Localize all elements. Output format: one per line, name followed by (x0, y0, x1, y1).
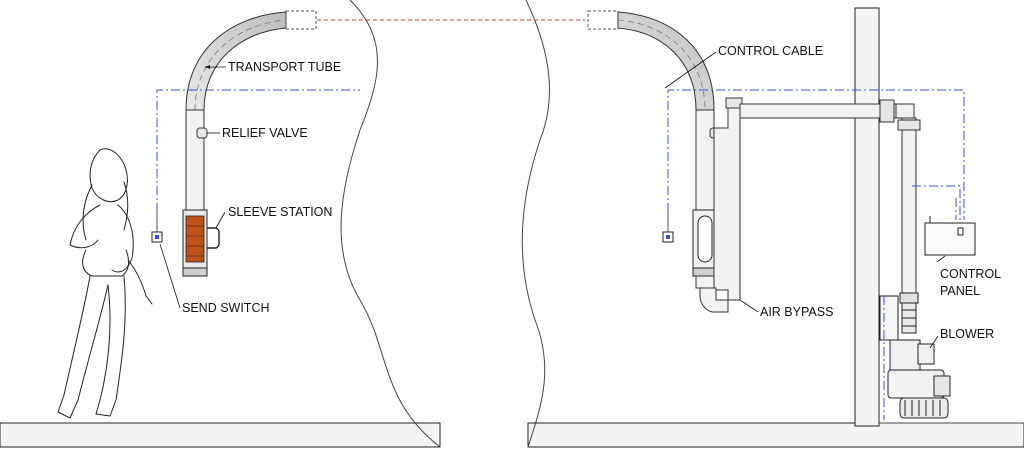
label-control-cable: CONTROL CABLE (718, 44, 823, 58)
air-bypass-elbow (699, 287, 729, 313)
transport-tube-right (695, 109, 715, 211)
label-blower: BLOWER (940, 327, 994, 341)
transport-tube-left (185, 109, 205, 211)
break-line-left (340, 0, 441, 448)
label-air-bypass: AIR BYPASS (760, 305, 833, 319)
transport-tube-bend-right (617, 11, 715, 111)
label-transport-tube: TRANSPORT TUBE (228, 60, 341, 74)
floor-left (0, 422, 441, 448)
sleeve-handle (207, 227, 220, 249)
control-cable-left (156, 89, 360, 212)
leader-lines (159, 51, 946, 349)
relief-valve-left (196, 127, 208, 139)
control-cable-right (667, 89, 965, 220)
sleeve-interior (185, 215, 205, 263)
tube-cut-end-right (587, 10, 619, 30)
floor-right (527, 422, 1024, 448)
break-line-right (521, 0, 550, 448)
blower (879, 292, 951, 419)
label-send-switch: SEND SWITCH (182, 301, 270, 315)
label-relief-valve: RELIEF VALVE (222, 126, 308, 140)
control-panel (924, 222, 976, 256)
label-control-panel-line1: CONTROL (940, 267, 1001, 281)
air-bypass-pipe (713, 103, 741, 301)
person-figure (57, 148, 153, 419)
label-control-panel-line2: PANEL (940, 284, 980, 298)
vertical-pipe-to-blower (901, 117, 917, 294)
label-sleeve-station: SLEEVE STATION (228, 205, 332, 219)
wall (854, 7, 880, 427)
tube-cut-end-left (285, 10, 317, 30)
